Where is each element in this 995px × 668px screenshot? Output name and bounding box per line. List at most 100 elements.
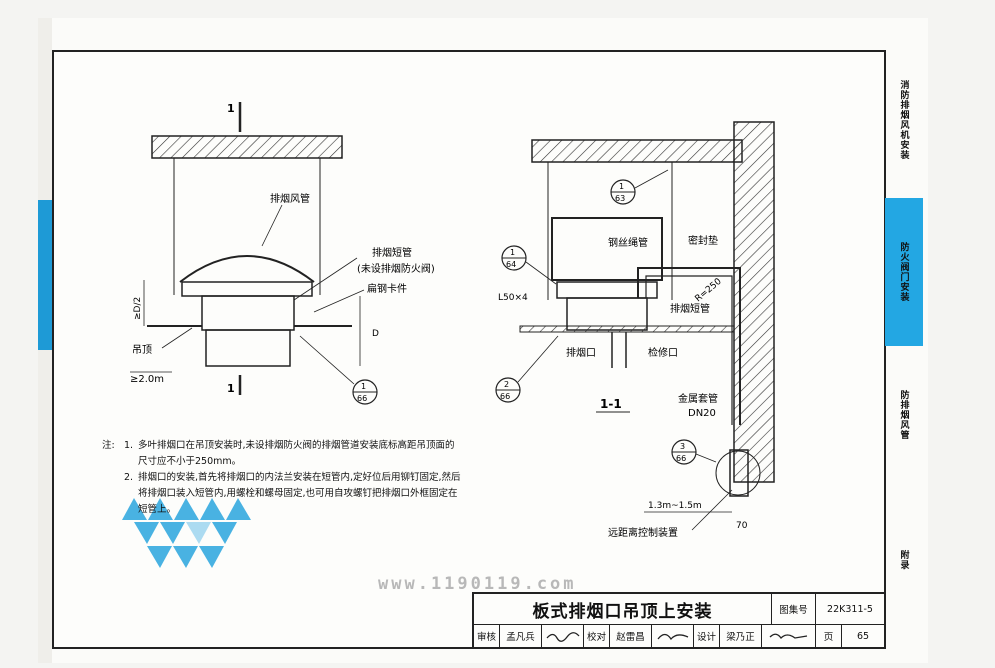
smoke-duct (179, 255, 315, 283)
detail-ref-d: 3 66 (671, 439, 717, 465)
check-label: 校对 (584, 625, 610, 647)
title-block-row: 审核 孟凡兵 校对 赵雷昌 设计 梁乃正 页 65 (474, 625, 884, 647)
section-title: 1-1 (600, 397, 622, 411)
ceiling-panel (519, 325, 735, 333)
label-no-damper: (未设排烟防火阀) (357, 262, 435, 275)
note-text: 排烟口的安装,首先将排烟口的内法兰安装在短管内,定好位后用铆钉固定,然后将排烟口… (138, 472, 461, 515)
notes-heading: 注: (102, 440, 115, 451)
label-outlet: 排烟口 (566, 346, 596, 359)
drawing-title: 板式排烟口吊顶上安装 (474, 594, 772, 624)
short-pipe (201, 295, 295, 331)
short-pipe (566, 297, 648, 331)
chapter-index: 消防排烟风机安装 防火阀门安装 防排烟风管 附录 (885, 50, 923, 645)
design-name: 梁乃正 (720, 625, 762, 647)
signature-scribble (769, 633, 807, 640)
duct-flange (181, 281, 313, 297)
label-ceiling: 吊顶 (132, 344, 152, 356)
review-label: 审核 (474, 625, 500, 647)
ref-num: 1 (510, 248, 515, 257)
note-number: 1. (124, 440, 134, 451)
title-block-row: 板式排烟口吊顶上安装 图集号 22K311-5 (474, 594, 884, 625)
cable-tube (637, 267, 741, 425)
dim-width: ≥2.0m (130, 374, 164, 385)
signature-scribble (546, 632, 579, 642)
leader-line (161, 327, 193, 349)
leader-line (691, 489, 733, 531)
remote-control-device (729, 449, 749, 497)
detail-ref-num: 1 (361, 382, 366, 391)
label-seal: 密封垫 (688, 234, 718, 247)
design-signature (762, 625, 816, 647)
leader-line (299, 335, 355, 385)
detail-ref-sheet: 66 (357, 394, 367, 403)
review-signature (542, 625, 584, 647)
section-mark-bottom: 1 (227, 382, 235, 395)
ref-sheet: 63 (615, 194, 625, 203)
section-1-1-view: 钢丝绳管 密封垫 L50×4 R=250 排烟短管 排烟口 检修口 金属套管 D… (495, 121, 775, 539)
detail-ref-b: 1 64 (501, 245, 557, 285)
chapter-tab-fans[interactable]: 消防排烟风机安装 (885, 80, 923, 220)
label-wire-tube: 钢丝绳管 (608, 236, 648, 249)
label-remote: 远距离控制装置 (608, 526, 678, 539)
chapter-tab-label: 防火阀门安装 (898, 242, 909, 302)
leader-line (293, 257, 358, 301)
duct-flange (556, 281, 658, 299)
label-short-pipe: 排烟短管 (372, 246, 412, 259)
label-smoke-duct: 排烟风管 (270, 192, 310, 205)
binding-tab-blue (38, 200, 52, 350)
technical-drawing: 1 1 排烟风管 排烟短管 (未设排烟防火阀) 扁钢卡件 吊顶 ≥D/2 D ≥… (122, 102, 775, 568)
ref-sheet: 66 (500, 392, 510, 401)
dim-half-d: ≥D/2 (133, 297, 143, 320)
section-mark-top: 1 (227, 102, 235, 115)
title-block: 板式排烟口吊顶上安装 图集号 22K311-5 审核 孟凡兵 校对 赵雷昌 设计… (472, 592, 884, 647)
label-gap: 70 (736, 521, 748, 531)
chapter-tab-dampers[interactable]: 防火阀门安装 (885, 198, 923, 346)
check-signature (652, 625, 694, 647)
note-text: 多叶排烟口在吊顶安装时,未设排烟防火阀的排烟管道安装底标高距吊顶面的尺寸应不小于… (138, 440, 455, 467)
check-name: 赵雷昌 (610, 625, 652, 647)
label-height: 1.3m~1.5m (648, 501, 702, 511)
chapter-tab-ducts[interactable]: 防排烟风管 (885, 390, 923, 470)
chapter-tab-label: 附录 (898, 550, 909, 570)
smoke-outlet (205, 329, 291, 367)
chapter-tab-appendix[interactable]: 附录 (885, 550, 923, 590)
leader-line (313, 289, 365, 313)
label-angle: L50×4 (498, 293, 528, 303)
left-elevation-view: 1 1 排烟风管 排烟短管 (未设排烟防火阀) 扁钢卡件 吊顶 ≥D/2 D ≥… (130, 102, 435, 405)
detail-ref-c: 2 66 (495, 335, 559, 403)
concrete-slab (151, 135, 343, 159)
page-number: 65 (856, 630, 870, 642)
note-item: 注: 1. 多叶排烟口在吊顶安装时,未设排烟防火阀的排烟管道安装底标高距吊顶面的… (102, 438, 462, 470)
label-short-pipe: 排烟短管 (670, 302, 710, 315)
label-dn: DN20 (688, 408, 716, 419)
page-label: 页 (816, 625, 842, 647)
label-flat-clip: 扁钢卡件 (367, 282, 407, 295)
label-radius: R=250 (694, 277, 724, 305)
note-number: 2. (124, 472, 134, 483)
ref-num: 3 (680, 442, 685, 451)
notes-block: 注: 1. 多叶排烟口在吊顶安装时,未设排烟防火阀的排烟管道安装底标高距吊顶面的… (102, 438, 462, 518)
cable-tube-inner (645, 275, 733, 425)
watermark: www.1190119.com (378, 574, 577, 594)
concrete-slab (531, 139, 743, 163)
ref-num: 2 (504, 380, 509, 389)
smoke-duct-section (551, 217, 663, 281)
detail-highlight-circle (715, 450, 761, 496)
ref-num: 1 (619, 182, 624, 191)
publisher-logo (122, 498, 251, 568)
note-item: 2. 排烟口的安装,首先将排烟口的内法兰安装在短管内,定好位后用铆钉固定,然后将… (102, 470, 462, 518)
label-access: 检修口 (648, 346, 678, 359)
atlas-number: 22K311-5 (827, 603, 873, 615)
detail-ref-a: 1 63 (610, 169, 669, 205)
review-name: 孟凡兵 (500, 625, 542, 647)
signature-scribble (656, 633, 688, 641)
dim-d: D (372, 329, 379, 339)
ref-sheet: 64 (506, 260, 516, 269)
label-sleeve: 金属套管 (678, 392, 718, 405)
atlas-label: 图集号 (772, 594, 816, 624)
design-label: 设计 (694, 625, 720, 647)
leader-line (261, 204, 283, 247)
chapter-tab-label: 消防排烟风机安装 (898, 80, 909, 160)
ref-sheet: 66 (676, 454, 686, 463)
chapter-tab-label: 防排烟风管 (898, 390, 909, 440)
